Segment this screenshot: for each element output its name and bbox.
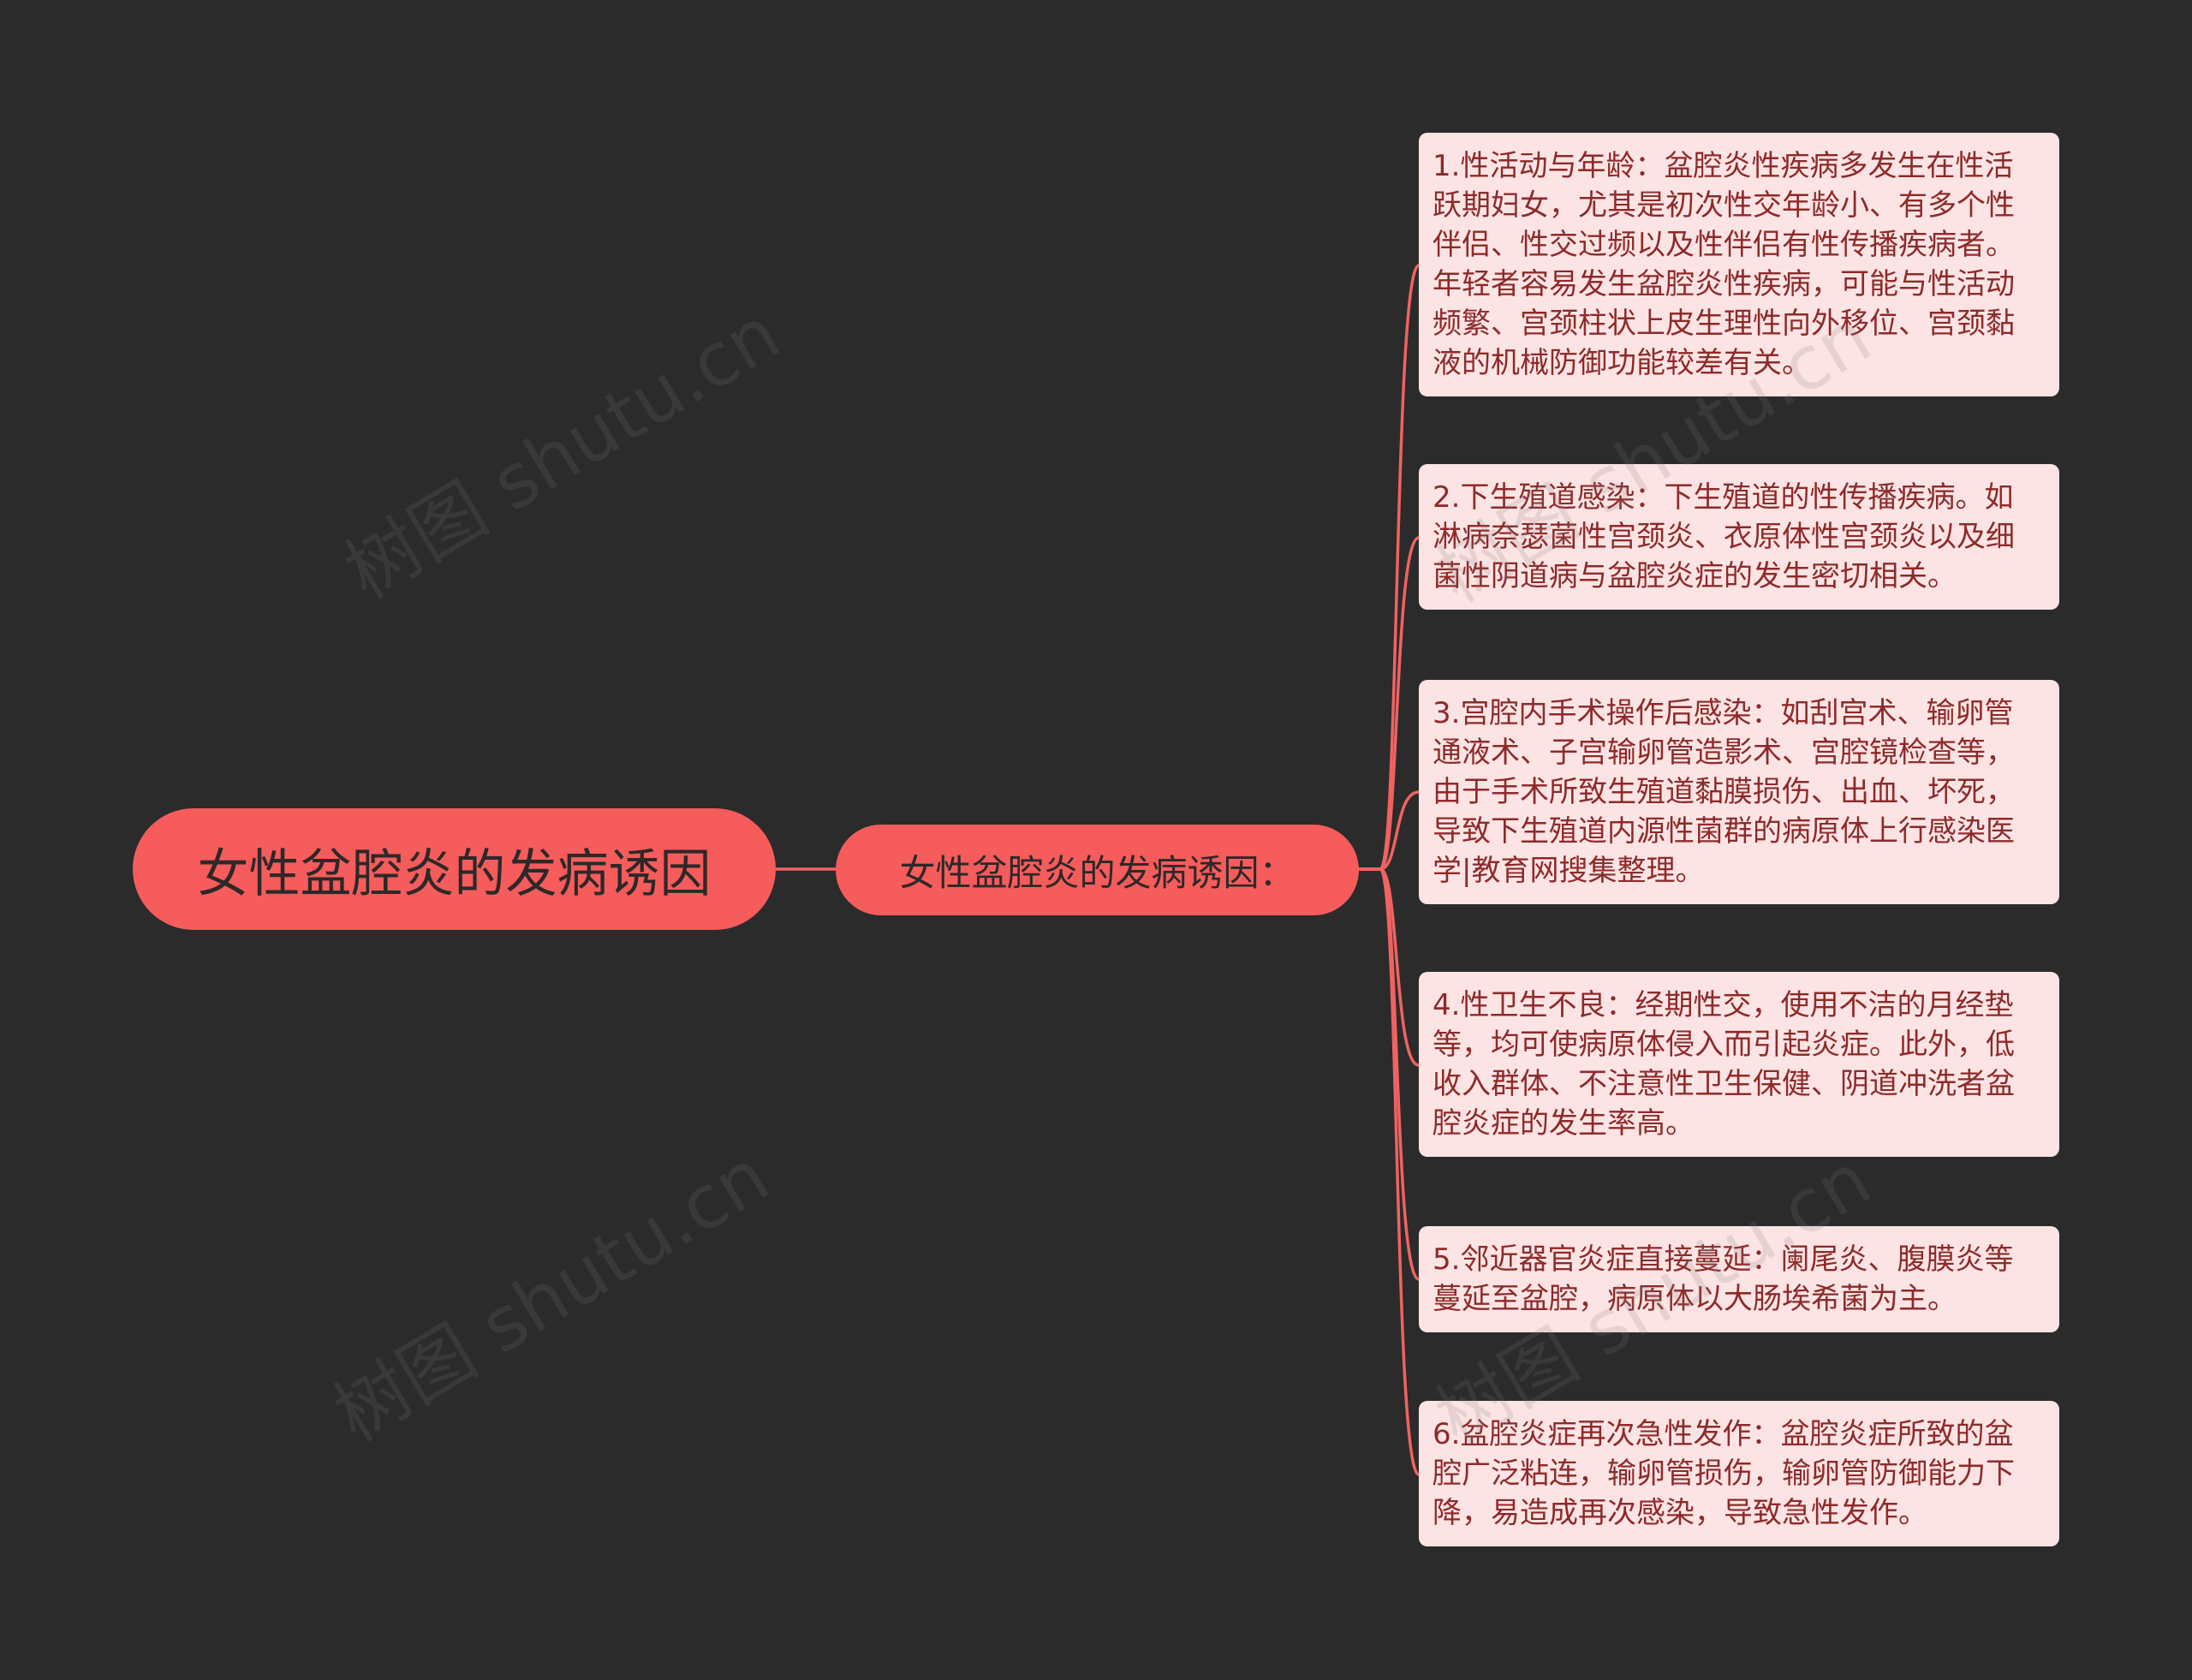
leaf-4-line: 收入群体、不注意性卫生保健、阴道冲洗者盆 bbox=[1433, 1067, 2015, 1101]
leaf-node-6[interactable]: 6.盆腔炎症再次急性发作：盆腔炎症所致的盆 腔广泛粘连，输卵管损伤，输卵管防御能… bbox=[1419, 1401, 2059, 1546]
leaf-1-line: 频繁、宫颈柱状上皮生理性向外移位、宫颈黏 bbox=[1433, 307, 2015, 341]
leaf-2-line: 菌性阴道病与盆腔炎症的发生密切相关。 bbox=[1433, 559, 1957, 593]
leaf-node-1[interactable]: 1.性活动与年龄：盆腔炎性疾病多发生在性活 跃期妇女，尤其是初次性交年龄小、有多… bbox=[1419, 133, 2059, 396]
leaf-1-line: 年轻者容易发生盆腔炎性疾病，可能与性活动 bbox=[1433, 267, 2015, 301]
leaf-3-line: 导致下生殖道内源性菌群的病原体上行感染医 bbox=[1433, 814, 2015, 849]
branch-node[interactable]: 女性盆腔炎的发病诱因： bbox=[836, 825, 1359, 915]
leaf-node-3[interactable]: 3.宫腔内手术操作后感染：如刮宫术、输卵管 通液术、子宫输卵管造影术、宫腔镜检查… bbox=[1419, 680, 2059, 904]
leaf-1-line: 伴侣、性交过频以及性伴侣有性传播疾病者。 bbox=[1433, 228, 2015, 262]
leaf-node-5[interactable]: 5.邻近器官炎症直接蔓延：阑尾炎、腹膜炎等 蔓延至盆腔，病原体以大肠埃希菌为主。 bbox=[1419, 1226, 2059, 1332]
leaf-5-line: 蔓延至盆腔，病原体以大肠埃希菌为主。 bbox=[1433, 1282, 1957, 1316]
leaf-node-2[interactable]: 2.下生殖道感染：下生殖道的性传播疾病。如 淋病奈瑟菌性宫颈炎、衣原体性宫颈炎以… bbox=[1419, 464, 2059, 610]
leaf-3-line: 由于手术所致生殖道黏膜损伤、出血、坏死， bbox=[1433, 775, 2015, 809]
branch-node-label: 女性盆腔炎的发病诱因： bbox=[899, 851, 1296, 894]
leaf-2-line: 2.下生殖道感染：下生殖道的性传播疾病。如 bbox=[1433, 480, 2014, 515]
leaf-1-line: 1.性活动与年龄：盆腔炎性疾病多发生在性活 bbox=[1433, 149, 2014, 183]
leaf-1-line: 液的机械防御功能较差有关。 bbox=[1433, 346, 1811, 380]
leaf-3-line: 通液术、子宫输卵管造影术、宫腔镜检查等， bbox=[1433, 736, 2015, 770]
leaf-1-line: 跃期妇女，尤其是初次性交年龄小、有多个性 bbox=[1433, 188, 2015, 223]
leaf-2-line: 淋病奈瑟菌性宫颈炎、衣原体性宫颈炎以及细 bbox=[1433, 520, 2015, 554]
leaf-node-4[interactable]: 4.性卫生不良：经期性交，使用不洁的月经垫 等，均可使病原体侵入而引起炎症。此外… bbox=[1419, 972, 2059, 1157]
leaf-3-line: 学|教育网搜集整理。 bbox=[1433, 854, 1705, 888]
leaf-3-line: 3.宫腔内手术操作后感染：如刮宫术、输卵管 bbox=[1433, 696, 2014, 730]
root-node[interactable]: 女性盆腔炎的发病诱因 bbox=[133, 808, 776, 930]
connector-branch-to-leaf-1 bbox=[1357, 264, 1421, 871]
leaf-5-line: 5.邻近器官炎症直接蔓延：阑尾炎、腹膜炎等 bbox=[1433, 1242, 2014, 1277]
connector-branch-to-leaf-6 bbox=[1357, 867, 1421, 1476]
leaf-6-line: 降，易造成再次感染，导致急性发作。 bbox=[1433, 1496, 1927, 1530]
leaf-6-line: 腔广泛粘连，输卵管损伤，输卵管防御能力下 bbox=[1433, 1457, 2015, 1491]
leaf-4-line: 4.性卫生不良：经期性交，使用不洁的月经垫 bbox=[1433, 988, 2014, 1022]
root-node-label: 女性盆腔炎的发病诱因 bbox=[197, 843, 712, 904]
leaf-6-line: 6.盆腔炎症再次急性发作：盆腔炎症所致的盆 bbox=[1433, 1417, 2014, 1451]
leaf-4-line: 等，均可使病原体侵入而引起炎症。此外，低 bbox=[1433, 1028, 2015, 1062]
leaf-4-line: 腔炎症的发生率高。 bbox=[1433, 1106, 1695, 1141]
connector-branch-to-leaf-2 bbox=[1357, 536, 1421, 871]
